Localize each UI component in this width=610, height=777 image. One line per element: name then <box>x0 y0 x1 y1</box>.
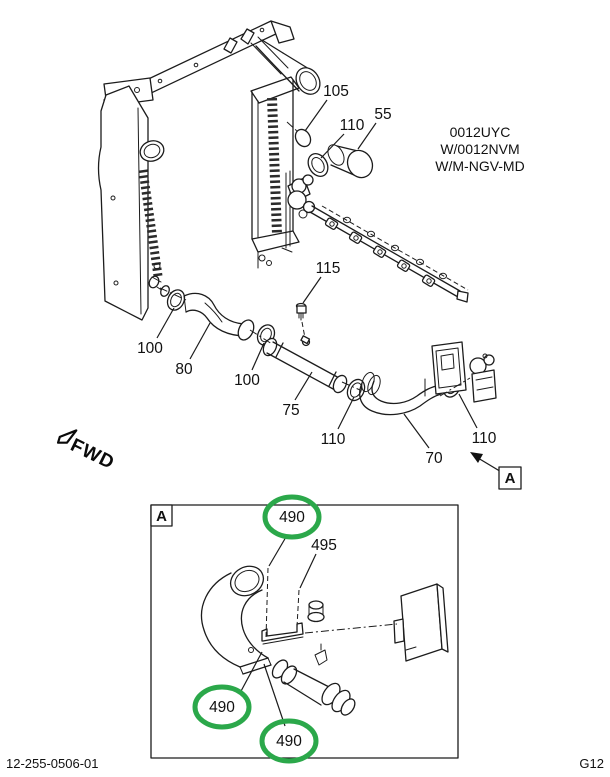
page-code: G12 <box>579 756 604 771</box>
detail-module-box <box>393 583 449 662</box>
tube-part-75 <box>262 335 348 394</box>
callout-100-left: 100 <box>137 340 163 357</box>
detail-callout-leaders <box>239 536 317 727</box>
detail-plug-part <box>307 600 325 623</box>
fwd-arrow-icon <box>56 429 78 444</box>
assembly-axis <box>159 121 361 391</box>
fwd-marker: FWD <box>56 429 118 474</box>
callout-110-mid: 110 <box>321 431 346 448</box>
elbow-hose-part-80 <box>183 292 255 341</box>
detail-ref-arrowhead-icon <box>470 452 483 463</box>
callout-490-left: 490 <box>209 699 235 716</box>
callout-110-right: 110 <box>472 430 497 447</box>
detail-clamp-bracket <box>261 622 304 645</box>
note-line-2: W/0012NVM <box>440 141 519 157</box>
callout-55: 55 <box>374 106 391 123</box>
callout-490-bottom: 490 <box>276 733 302 750</box>
callout-495: 495 <box>311 537 337 554</box>
hose-part-110-top <box>307 153 329 177</box>
highlight-circle-bottom <box>259 718 319 764</box>
radiator <box>97 77 170 321</box>
callout-490-top: 490 <box>279 509 305 526</box>
detail-construction-lines <box>265 567 398 639</box>
fuel-rail-assembly <box>281 170 469 303</box>
callout-75: 75 <box>282 402 299 419</box>
detail-ref-label: A <box>505 470 516 487</box>
callout-100-mid: 100 <box>234 372 260 389</box>
mounting-bracket-plate <box>431 341 471 397</box>
highlight-circle-top <box>262 494 322 540</box>
elbow-hose-part-70 <box>359 371 442 416</box>
callout-leaders <box>156 99 478 449</box>
callout-70: 70 <box>425 450 443 467</box>
fwd-label: FWD <box>67 435 118 474</box>
callout-110-top: 110 <box>340 117 365 134</box>
clamp-part-110-mid <box>346 378 366 402</box>
seal-part-105 <box>294 128 312 148</box>
elbow-part-55 <box>327 144 374 179</box>
detail-elbow-hose <box>200 565 272 675</box>
detail-mating-pipe <box>271 643 356 716</box>
note-line-3: W/M-NGV-MD <box>435 158 524 174</box>
detail-reference: A <box>470 452 522 490</box>
configuration-note: 0012UYC W/0012NVM W/M-NGV-MD <box>435 124 524 174</box>
note-line-1: 0012UYC <box>450 124 511 140</box>
cac-outlet-pipe <box>255 39 321 95</box>
doc-number: 12-255-0506-01 <box>6 756 99 771</box>
callout-115: 115 <box>316 260 341 277</box>
bolt-part-115 <box>295 302 307 339</box>
callout-80: 80 <box>175 361 193 378</box>
callout-105: 105 <box>323 83 349 100</box>
detail-view-a: A <box>150 494 459 764</box>
detail-ref-box <box>498 466 522 490</box>
highlight-circle-left <box>192 684 252 730</box>
detail-box-label-frame <box>150 504 173 527</box>
sensor-actuator-assembly <box>469 353 497 403</box>
clamp-part-100-left <box>166 289 186 311</box>
detail-box-label: A <box>156 508 167 525</box>
detail-box-border <box>150 504 459 759</box>
charge-air-cooler <box>250 76 300 269</box>
rail-fittings <box>324 216 447 287</box>
